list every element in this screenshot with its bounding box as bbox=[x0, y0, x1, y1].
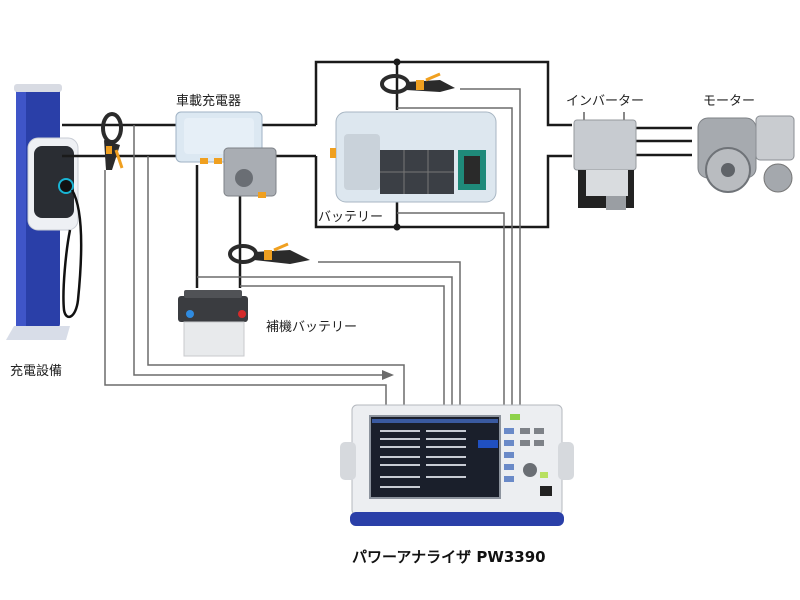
label-inverter: インバーター bbox=[566, 94, 645, 109]
charging-station bbox=[6, 84, 83, 340]
label-power-analyzer: パワーアナライザ PW3390 bbox=[352, 548, 546, 566]
label-onboard-charger: 車載充電器 bbox=[176, 94, 242, 109]
measurement-lines bbox=[104, 88, 521, 405]
inverter bbox=[573, 112, 637, 210]
clamp-sensor-aux bbox=[228, 242, 310, 264]
main-battery bbox=[330, 111, 497, 203]
junction-dot bbox=[393, 58, 401, 66]
power-analyzer bbox=[340, 404, 574, 526]
label-charging-station: 充電設備 bbox=[10, 364, 63, 379]
motor bbox=[697, 115, 795, 193]
label-motor: モーター bbox=[703, 94, 756, 109]
clamp-sensor-charger bbox=[101, 112, 124, 170]
arrow-head-icon bbox=[382, 370, 394, 380]
onboard-charger bbox=[175, 111, 277, 198]
clamp-sensor-battery bbox=[380, 72, 455, 94]
label-aux-battery: 補機バッテリー bbox=[266, 320, 358, 335]
junction-dot bbox=[393, 223, 401, 231]
aux-battery bbox=[178, 290, 248, 357]
label-battery: バッテリー bbox=[318, 210, 384, 225]
